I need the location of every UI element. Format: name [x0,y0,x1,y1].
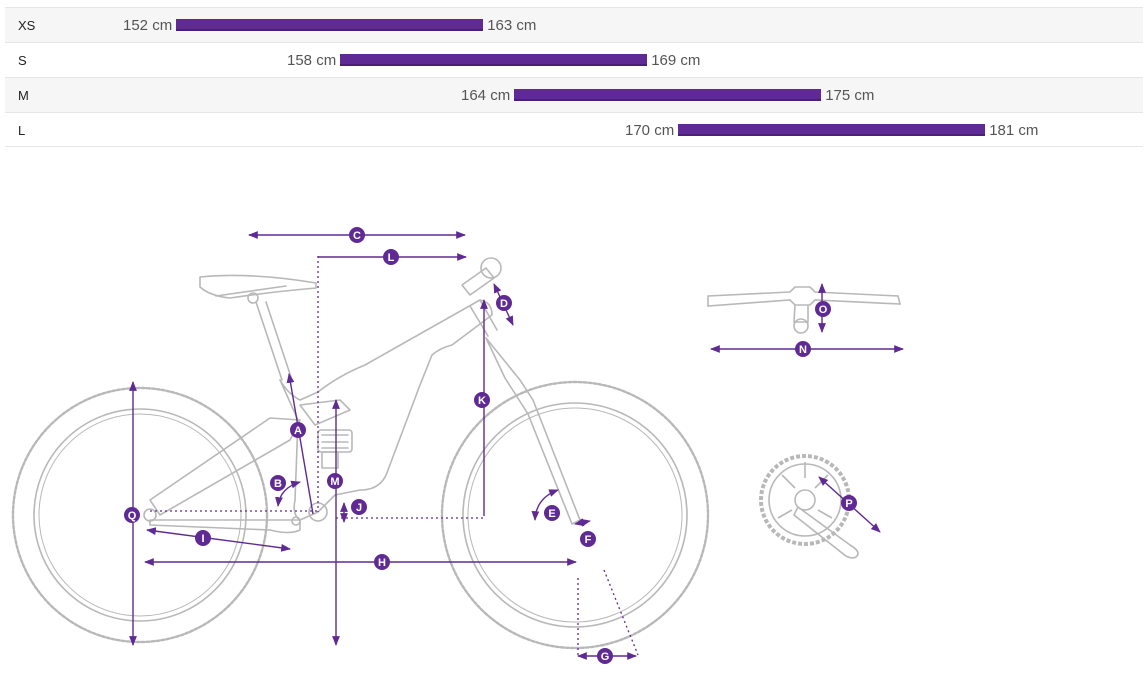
rear-wheel-tire [11,386,269,644]
range-max: 181 cm [989,121,1039,139]
svg-text:H: H [378,557,386,569]
handlebar-inset [707,286,902,334]
svg-text:K: K [478,395,486,407]
size-label: L [18,123,26,138]
dim-i [146,527,291,552]
range-max: 175 cm [825,86,875,104]
label-n: N [795,341,811,357]
front-wheel-tire [440,380,710,650]
seatpost [255,301,293,381]
size-row-xs: XS 152 cm 163 cm [5,7,1143,42]
handlebar [707,286,902,307]
svg-text:F: F [585,534,592,546]
svg-text:A: A [294,425,302,437]
range-max: 163 cm [487,16,537,34]
svg-text:G: G [601,651,610,663]
label-g: G [597,648,613,664]
label-l: L [383,249,399,265]
range-bar [340,54,648,66]
label-m: M [327,473,343,489]
bike-illustration [11,257,710,650]
label-p: P [841,495,857,511]
size-label: S [18,53,27,68]
range-min: 170 cm [625,121,675,139]
label-q: Q [124,507,140,523]
svg-text:N: N [799,344,807,356]
label-h: H [374,554,390,570]
range-min: 158 cm [287,51,337,69]
size-label: M [18,88,29,103]
svg-text:E: E [548,508,555,520]
svg-text:L: L [388,252,395,264]
height-range: 158 cm 169 cm [287,43,700,77]
range-bar [678,124,986,136]
dim-b [275,480,301,507]
range-bar [176,19,484,31]
range-min: 152 cm [123,16,173,34]
height-range: 152 cm 163 cm [123,8,536,42]
size-row-s: S 158 cm 169 cm [5,42,1143,77]
svg-text:O: O [819,304,828,316]
chain-stay [149,519,301,534]
rocker-link [299,399,351,426]
dim-a [286,373,314,515]
front-wheel-rim [462,402,688,628]
dim-e [531,489,559,521]
svg-text:B: B [274,478,282,490]
svg-text:Q: Q [128,510,137,522]
label-e: E [544,505,560,521]
rear-wheel-rim [33,408,247,622]
crank-arm [792,505,859,559]
label-c: C [349,227,365,243]
size-chart: XS 152 cm 163 cm S 158 cm 169 cm M 164 c… [5,7,1143,147]
stem [461,267,495,296]
label-d: D [496,295,512,311]
handlebar-clamp [480,257,502,279]
svg-text:J: J [356,502,362,514]
saddle [199,274,317,299]
seat-stay [149,417,301,516]
dim-f [574,518,591,527]
label-a: A [290,422,306,438]
label-f: F [580,531,596,547]
label-j: J [351,499,367,515]
label-k: K [474,392,490,408]
reference-lines [150,256,639,656]
svg-text:M: M [330,476,339,488]
svg-text:D: D [500,298,508,310]
size-row-m: M 164 cm 175 cm [5,77,1143,112]
label-i: I [195,530,211,546]
height-range: 170 cm 181 cm [625,113,1038,147]
label-b: B [270,475,286,491]
frame [279,299,493,521]
dimension-labels: C L D K A M B J Q I H E F G O N P [124,227,857,664]
label-o: O [815,301,831,317]
height-range: 164 cm 175 cm [461,78,874,112]
svg-text:I: I [201,533,204,545]
size-row-l: L 170 cm 181 cm [5,112,1143,147]
range-max: 169 cm [651,51,701,69]
range-bar [514,89,822,101]
svg-text:P: P [845,498,852,510]
size-label: XS [18,18,36,33]
svg-text:C: C [353,230,361,242]
range-min: 164 cm [461,86,511,104]
